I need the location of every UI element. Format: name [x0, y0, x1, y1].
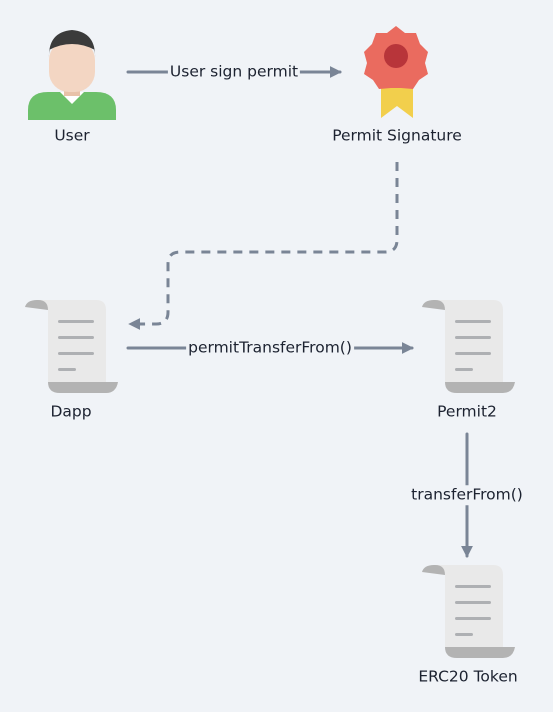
permit2-label: Permit2 [437, 402, 497, 421]
user-label: User [54, 126, 90, 145]
user-avatar-icon [28, 30, 116, 120]
award-badge-icon [364, 26, 428, 118]
edge-label-user-sign-permit: User sign permit [167, 62, 301, 82]
permit-signature-label: Permit Signature [332, 126, 462, 145]
edge-signature-to-dapp [128, 162, 399, 330]
edge-label-permit-transfer-from: permitTransferFrom() [186, 338, 354, 358]
dapp-label: Dapp [50, 402, 92, 421]
dapp-scroll-icon [25, 300, 118, 393]
permit2-scroll-icon [422, 300, 515, 393]
edge-label-transfer-from: transferFrom() [409, 485, 525, 505]
erc20-scroll-icon [422, 565, 515, 658]
erc20-token-label: ERC20 Token [418, 667, 518, 686]
